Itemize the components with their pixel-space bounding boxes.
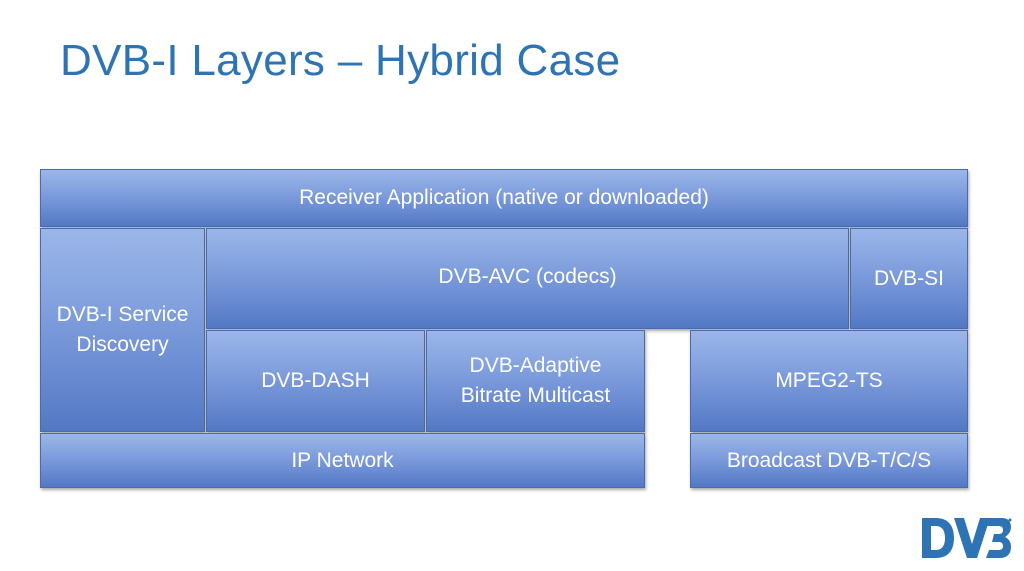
- slide-title: DVB-I Layers – Hybrid Case: [60, 36, 621, 85]
- service-discovery-label: DVB-I Service Discovery: [56, 303, 189, 356]
- dvb-si-layer: DVB-SI: [850, 228, 968, 329]
- dvb-logo: [922, 518, 1012, 558]
- service-discovery-layer: DVB-I Service Discovery: [40, 228, 205, 432]
- dvb-adaptive-multicast-label: DVB-Adaptive Bitrate Multicast: [460, 354, 611, 407]
- receiver-application-layer: Receiver Application (native or download…: [40, 169, 968, 227]
- mpeg2-ts-label: MPEG2-TS: [775, 369, 883, 392]
- broadcast-label: Broadcast DVB-T/C/S: [726, 448, 932, 472]
- dvb-dash-label: DVB-DASH: [261, 369, 370, 392]
- dvb-si-label: DVB-SI: [873, 266, 944, 290]
- dvb-avc-layer: DVB-AVC (codecs): [206, 228, 849, 329]
- dvb-dash-layer: DVB-DASH: [206, 330, 425, 432]
- ip-network-layer: IP Network: [40, 433, 645, 488]
- dvb-avc-label: DVB-AVC (codecs): [438, 264, 617, 288]
- receiver-application-label: Receiver Application (native or download…: [299, 186, 709, 209]
- broadcast-layer: Broadcast DVB-T/C/S: [690, 433, 968, 488]
- mpeg2-ts-layer: MPEG2-TS: [690, 330, 968, 432]
- ip-network-label: IP Network: [291, 448, 394, 472]
- dvb-adaptive-multicast-layer: DVB-Adaptive Bitrate Multicast: [426, 330, 645, 432]
